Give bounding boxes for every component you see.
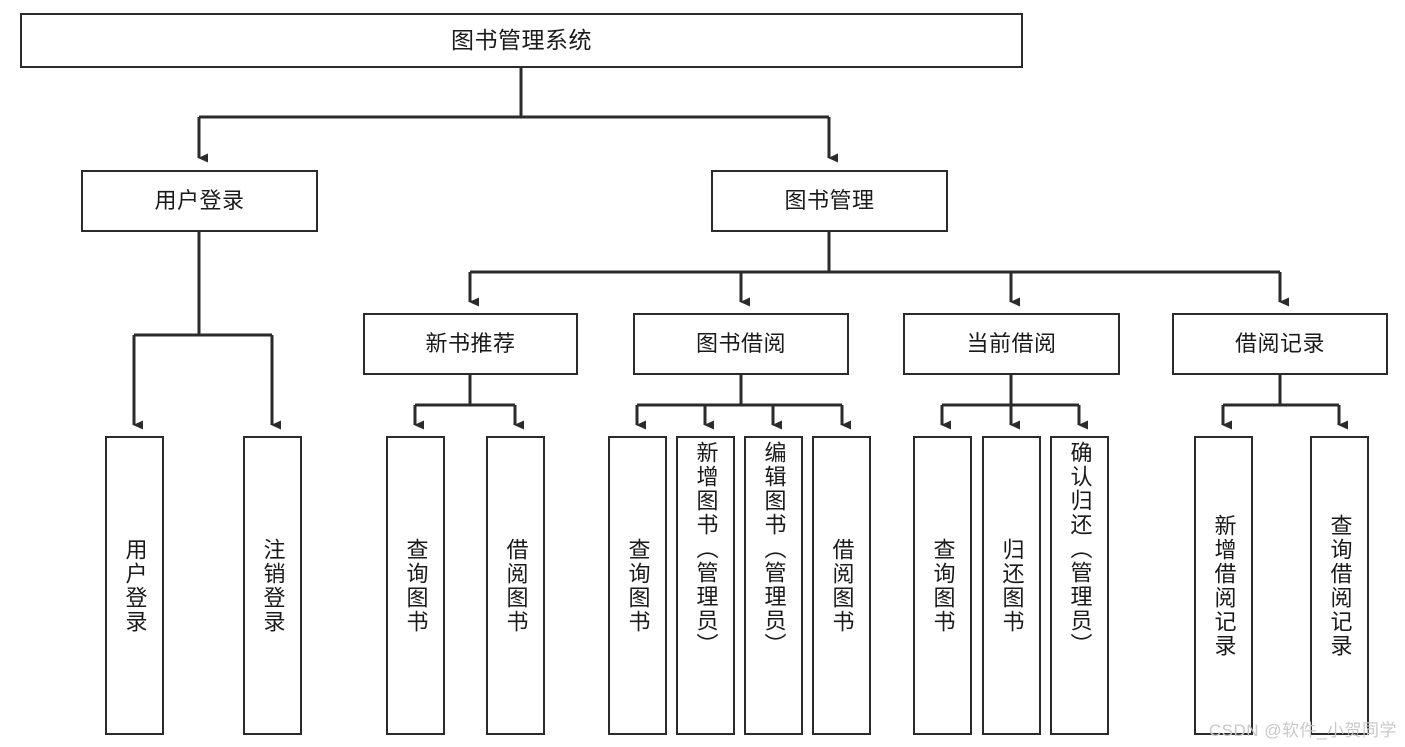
leaf-borrow-record-query-record[interactable]: 查询借阅记录: [1310, 436, 1369, 735]
leaf-label: 新增图书（管理员）: [693, 441, 719, 657]
leaf-current-borrow-return-book[interactable]: 归还图书: [982, 436, 1041, 735]
leaf-user-login-logout[interactable]: 注销登录: [243, 436, 302, 735]
leaf-new-book-query-book[interactable]: 查询图书: [386, 436, 445, 735]
node-book-management[interactable]: 图书管理: [711, 170, 948, 232]
node-book-management-label: 图书管理: [784, 188, 875, 214]
node-user-login-label: 用户登录: [154, 188, 245, 214]
leaf-current-borrow-confirm-return-admin[interactable]: 确认归还（管理员）: [1050, 436, 1109, 735]
leaf-label: 注销登录: [260, 537, 286, 634]
leaf-label: 归还图书: [999, 537, 1025, 634]
node-book-borrow[interactable]: 图书借阅: [633, 313, 849, 375]
node-borrow-record-label: 借阅记录: [1234, 331, 1325, 357]
leaf-label: 查询借阅记录: [1327, 513, 1353, 658]
leaf-label: 查询图书: [403, 537, 429, 634]
leaf-label: 确认归还（管理员）: [1067, 441, 1093, 657]
watermark-text: CSDN @软件_小贺同学: [1208, 721, 1397, 740]
leaf-borrow-record-add-record[interactable]: 新增借阅记录: [1194, 436, 1253, 735]
node-borrow-record[interactable]: 借阅记录: [1172, 313, 1388, 375]
node-new-book-recommend[interactable]: 新书推荐: [363, 313, 578, 375]
leaf-book-borrow-query-book[interactable]: 查询图书: [608, 436, 667, 735]
node-new-book-recommend-label: 新书推荐: [425, 331, 516, 357]
leaf-label: 新增借阅记录: [1211, 513, 1237, 658]
node-root-book-management-system[interactable]: 图书管理系统: [20, 13, 1023, 68]
node-root-label: 图书管理系统: [451, 27, 592, 54]
leaf-book-borrow-borrow-book[interactable]: 借阅图书: [812, 436, 871, 735]
leaf-new-book-borrow-book[interactable]: 借阅图书: [486, 436, 545, 735]
leaf-book-borrow-add-book-admin[interactable]: 新增图书（管理员）: [676, 436, 735, 735]
leaf-label: 查询图书: [930, 537, 956, 634]
node-user-login[interactable]: 用户登录: [81, 170, 318, 232]
leaf-label: 查询图书: [625, 537, 651, 634]
leaf-book-borrow-edit-book-admin[interactable]: 编辑图书（管理员）: [744, 436, 803, 735]
leaf-label: 借阅图书: [503, 537, 529, 634]
leaf-label: 编辑图书（管理员）: [761, 441, 787, 657]
node-current-borrow[interactable]: 当前借阅: [903, 313, 1120, 375]
node-book-borrow-label: 图书借阅: [695, 331, 786, 357]
node-current-borrow-label: 当前借阅: [966, 331, 1057, 357]
leaf-current-borrow-query-book[interactable]: 查询图书: [913, 436, 972, 735]
leaf-user-login-login[interactable]: 用户登录: [105, 436, 164, 735]
leaf-label: 用户登录: [122, 537, 148, 634]
leaf-label: 借阅图书: [829, 537, 855, 634]
